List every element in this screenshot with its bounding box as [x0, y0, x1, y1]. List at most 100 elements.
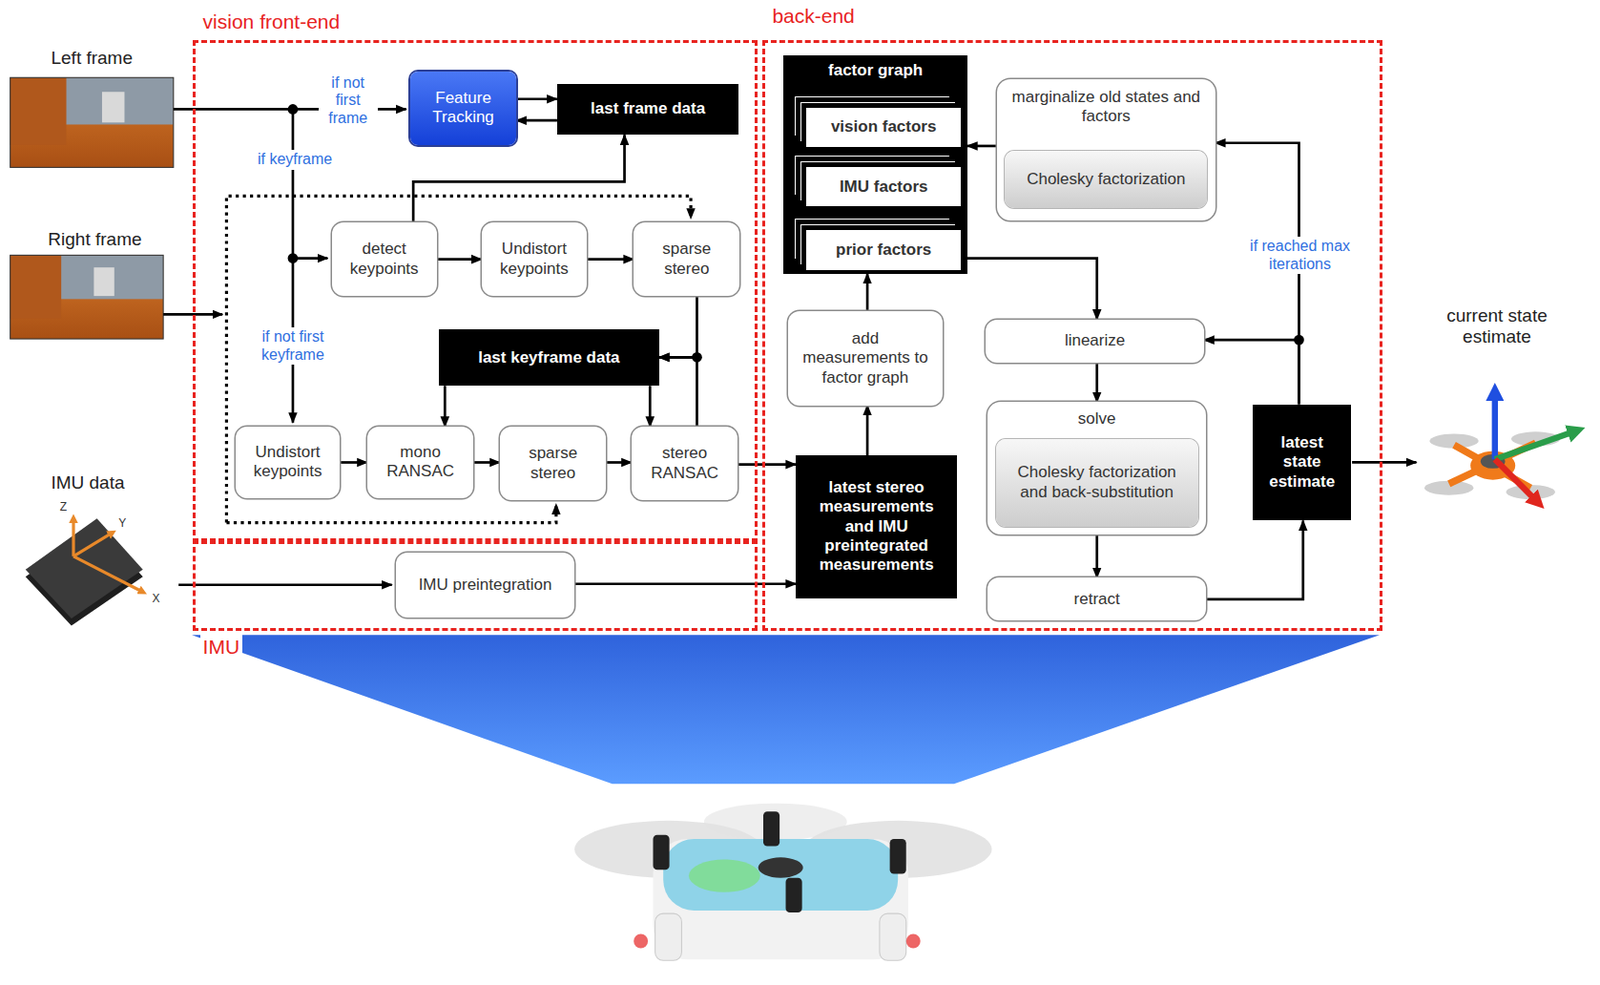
connector-arrow: [967, 145, 998, 148]
process-box: detect keypoints: [332, 222, 437, 296]
motor: [786, 877, 803, 913]
node-text: solve: [987, 409, 1206, 429]
node-text: add measurements to factor graph: [796, 329, 936, 388]
annotation-label: X: [150, 591, 163, 607]
connector-arrow: [866, 273, 870, 312]
process-box: linearize: [985, 319, 1205, 363]
node-text: detect keypoints: [340, 239, 429, 279]
axis-arrow: [1495, 458, 1538, 502]
signal-wire: [292, 108, 328, 258]
drone-logo: [758, 856, 804, 877]
led-light: [906, 934, 921, 949]
image-border: [10, 77, 174, 167]
process-box: add measurements to factor graph: [788, 311, 944, 405]
image-detail: [93, 267, 114, 296]
annotation-label: if keyframe: [255, 149, 334, 169]
axis-arrow: [71, 518, 75, 557]
node-text: Undistort keypoints: [244, 442, 332, 482]
annotation-label: current state estimate: [1423, 304, 1571, 349]
annotation-label: if not first frame: [318, 73, 378, 128]
camera-image: [10, 254, 164, 339]
node-text: IMU factors: [839, 177, 929, 197]
node-text: prior factors: [835, 240, 932, 260]
node-text: Cholesky factorization and back-substitu…: [1004, 462, 1190, 502]
factor-box: vision factors: [806, 107, 962, 147]
connector-arrow: [436, 257, 482, 261]
node-text: vision factors: [831, 117, 937, 137]
edge-label: if reached max iterations: [1236, 236, 1365, 274]
computation-box: Cholesky factorization: [1004, 150, 1207, 208]
annotation-label: Z: [58, 499, 69, 516]
annotation-label: Right frame: [45, 228, 144, 251]
annotation-label: IMU data: [48, 471, 126, 495]
image-border: [10, 254, 164, 339]
node-text: marginalize old states and factors: [997, 87, 1216, 127]
signal-wire: [178, 582, 393, 586]
region-heading: vision front-end: [200, 9, 344, 34]
dashed-region: vision front-endFeature Trackinglast fra…: [195, 42, 755, 541]
drone-figure: [1424, 392, 1577, 502]
axis-arrow: [73, 532, 113, 557]
connector-arrow: [659, 356, 698, 427]
axis-arrow: [1492, 392, 1498, 460]
image-floor: [10, 77, 174, 167]
connector-arrow: [1095, 362, 1099, 403]
annotation-label: if not first keyframe: [245, 327, 341, 365]
process-box: IMU preintegration: [395, 552, 575, 618]
process-box: sparse stereo: [633, 222, 740, 296]
data-box: last keyframe data: [438, 329, 660, 386]
axis-arrow: [1495, 430, 1578, 459]
connector-arrow: [659, 295, 698, 357]
node-text: mono RANSAC: [375, 442, 465, 482]
process-box: stereo RANSAC: [631, 426, 738, 500]
node-text: linearize: [1064, 331, 1125, 351]
process-box: sparse stereo: [499, 426, 606, 500]
drone-figure: [574, 803, 992, 961]
connector-arrow: [648, 385, 652, 427]
junction-dot: [288, 252, 299, 264]
dashed-region: back-endfactor graphvision factorsIMU fa…: [765, 42, 1380, 628]
node-text: latest state estimate: [1261, 433, 1343, 492]
drone-leg: [879, 913, 907, 960]
connector-arrow: [516, 97, 558, 101]
connector-arrow: [866, 405, 870, 456]
image-door: [10, 77, 67, 146]
led-glow: [688, 858, 761, 892]
dashed-region: IMUIMU preintegration: [195, 540, 755, 628]
drone-top: [663, 838, 898, 911]
region-heading: IMU: [200, 634, 244, 659]
data-box: last frame data: [557, 83, 739, 135]
annotation-label: Y: [116, 516, 128, 532]
node-text: Feature Tracking: [418, 88, 508, 128]
region-heading: back-end: [768, 3, 857, 28]
led-light: [633, 934, 648, 949]
connector-arrow: [1205, 519, 1304, 599]
dotted-wire: [226, 195, 691, 522]
factor-graph-box: factor graphvision factorsIMU factorspri…: [783, 55, 968, 274]
junction-dot: [288, 103, 299, 115]
connector-arrow: [339, 460, 368, 464]
factor-box: prior factors: [806, 229, 962, 271]
zoom-trapezoid: [191, 634, 1380, 784]
node-text: Cholesky factorization: [1026, 169, 1185, 189]
node-text: last frame data: [590, 99, 706, 119]
process-box: Undistort keypoints: [235, 426, 340, 499]
connector-arrow: [516, 119, 558, 123]
connector-arrow: [443, 385, 447, 427]
node-text: sparse stereo: [642, 239, 731, 279]
connector-arrow: [413, 134, 624, 223]
data-box: latest stereo measurements and IMU prein…: [795, 455, 957, 599]
node-text: last keyframe data: [477, 348, 620, 368]
connector-arrow: [473, 460, 500, 464]
axis-arrow: [73, 556, 144, 592]
chip-top: [25, 518, 144, 619]
drone-leg: [655, 913, 683, 960]
signal-wire: [163, 312, 223, 316]
camera-image: [10, 77, 174, 167]
data-box: latest state estimate: [1252, 404, 1351, 521]
image-door: [10, 254, 62, 318]
connector-arrow: [586, 257, 634, 261]
node-text: Undistort keypoints: [490, 239, 579, 279]
image-floor: [10, 254, 164, 339]
